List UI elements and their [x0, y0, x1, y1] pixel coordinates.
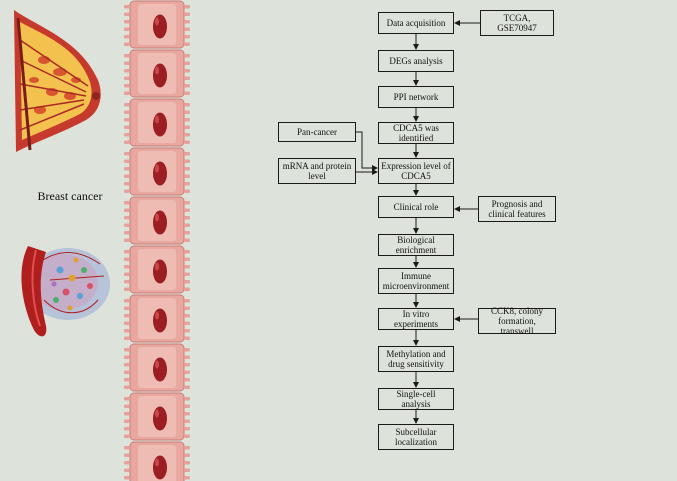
epithelial-cell: [124, 294, 190, 343]
epithelial-cell: [124, 441, 190, 481]
input-pan-cancer: Pan-cancer: [278, 122, 356, 142]
step-methylation-drug: Methylation and drug sensitivity: [378, 346, 454, 372]
input-tcga: TCGA, GSE70947: [480, 10, 554, 36]
step-in-vitro-experiments: In vitro experiments: [378, 308, 454, 330]
epithelial-cell: [124, 196, 190, 245]
arrow-pan-cancer: [356, 131, 378, 171]
step-cdca5-identified: CDCA5 was identified: [378, 122, 454, 144]
breast-cancer-label: Breast cancer: [37, 189, 103, 203]
input-prognosis: Prognosis and clinical features: [478, 196, 556, 222]
epithelial-cell: [124, 0, 190, 49]
input-mrna-protein: mRNA and protein level: [278, 158, 356, 184]
epithelial-cell: [124, 98, 190, 147]
step-data-acquisition: Data acquisition: [378, 12, 454, 34]
breast-anatomy-icon: [14, 10, 101, 152]
input-cck8: CCK8, colony formation, transwell: [478, 306, 556, 336]
step-biological-enrichment: Biological enrichment: [378, 234, 454, 256]
epithelial-cell: [124, 343, 190, 392]
step-immune-microenvironment: Immune microenvironment: [378, 268, 454, 294]
step-subcellular-localization: Subcellular localization: [378, 424, 454, 450]
epithelium-column: [124, 0, 190, 481]
step-ppi-network: PPI network: [378, 86, 454, 108]
step-degs-analysis: DEGs analysis: [378, 50, 454, 72]
epithelial-cell: [124, 49, 190, 98]
step-single-cell: Single-cell analysis: [378, 388, 454, 410]
epithelial-cell: [124, 392, 190, 441]
epithelial-cell: [124, 245, 190, 294]
step-expression-level: Expression level of CDCA5: [378, 158, 454, 184]
epithelial-cell: [124, 147, 190, 196]
step-clinical-role: Clinical role: [378, 196, 454, 218]
tumor-icon: [21, 246, 110, 337]
